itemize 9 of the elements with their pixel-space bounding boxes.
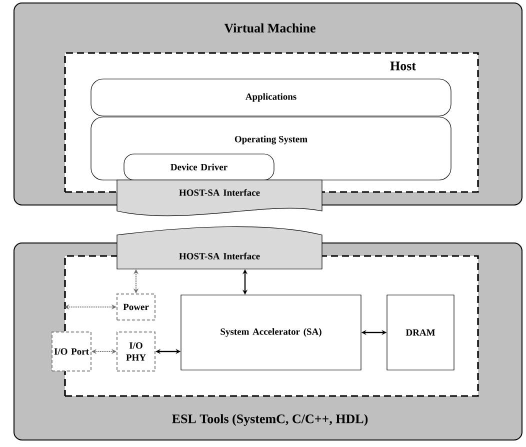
rounded-box: Device Driver (124, 154, 274, 180)
block-box: DRAM (386, 294, 454, 370)
dashed-box: I/O PHY (116, 332, 156, 372)
wave-box: HOST-SA Interface (116, 180, 322, 216)
block-box: System Accelerator (SA) (180, 294, 362, 370)
dashed-box: I/O Port (52, 332, 92, 372)
rounded-box: Applications (90, 78, 452, 116)
dashed-box: Power (116, 294, 156, 320)
wave-box: HOST-SA Interface (116, 226, 322, 270)
